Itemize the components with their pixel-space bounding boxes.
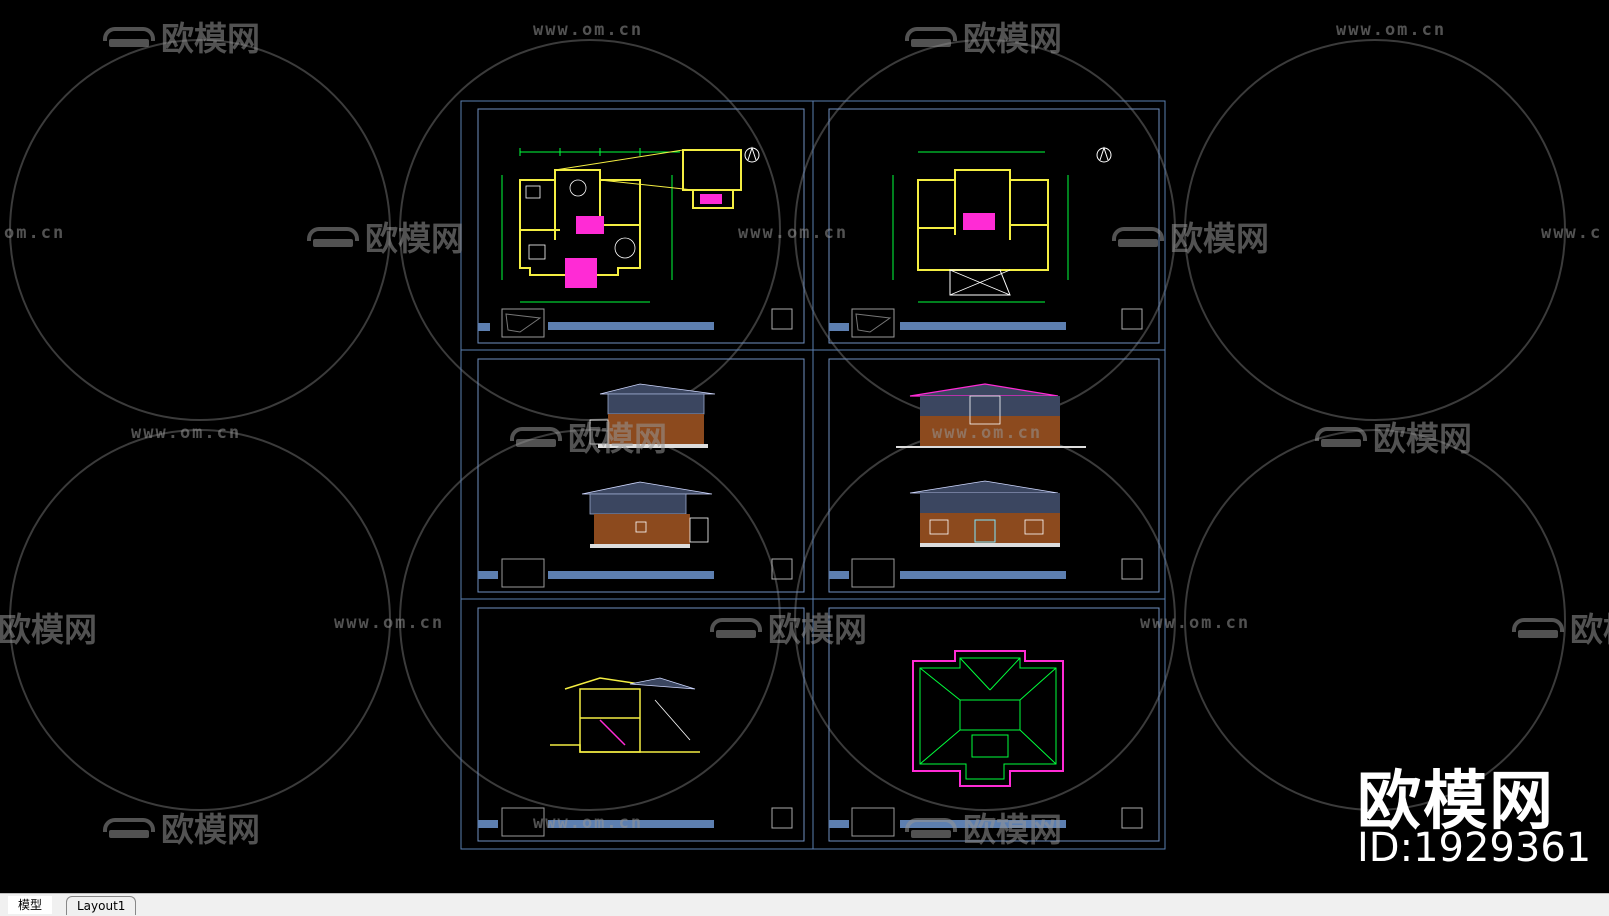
watermark-logo: 欧模网	[0, 610, 97, 649]
watermark-url: www.om.cn	[533, 20, 644, 40]
watermark-circles	[9, 39, 1566, 811]
watermark-logo: 欧模网	[307, 212, 464, 260]
watermark-url: www.om.cn	[533, 813, 644, 833]
sheet-section	[477, 607, 805, 842]
model-space-canvas[interactable]: 欧模网 www.om.cn 欧模网 www.om.cn om.cn 欧模网 ww…	[0, 0, 1609, 893]
watermark-url: www.om.cn	[1140, 613, 1251, 633]
watermark-logo: 欧模网	[710, 603, 867, 651]
sheet-first-floor-plan	[477, 108, 805, 344]
watermark-url: www.c	[1541, 223, 1603, 243]
watermark-url: om.cn	[4, 223, 66, 243]
sheet-second-floor-plan	[828, 108, 1160, 344]
sheet-front-rear-elevations	[828, 358, 1160, 593]
watermark-logo: 欧模网	[510, 412, 667, 460]
model-id: ID:1929361	[1357, 825, 1592, 871]
watermark-logo: 欧模网	[1315, 412, 1472, 460]
watermark-logo: 欧模网	[1112, 212, 1269, 260]
drawing-layout	[460, 100, 1166, 850]
brand-title: 欧模网	[1357, 765, 1555, 839]
watermark-logo: 欧模网	[103, 803, 260, 851]
tab-layout1[interactable]: Layout1	[66, 896, 137, 915]
watermark-url: www.om.cn	[1336, 20, 1447, 40]
watermark-logo: 欧模网	[1512, 603, 1609, 651]
watermark-logo: 欧模网	[905, 12, 1062, 60]
watermark-url: www.om.cn	[131, 423, 242, 443]
layout-tab-bar: 模型 Layout1	[0, 893, 1609, 916]
watermark-url: www.om.cn	[932, 423, 1043, 443]
watermark-logo: 欧模网	[905, 803, 1062, 851]
watermark-url: www.om.cn	[738, 223, 849, 243]
sheet-roof-plan	[828, 607, 1160, 842]
sheet-side-elevations	[477, 358, 805, 593]
watermark-logo: 欧模网	[103, 12, 260, 60]
watermark-url: www.om.cn	[334, 613, 445, 633]
tab-model[interactable]: 模型	[8, 896, 53, 914]
